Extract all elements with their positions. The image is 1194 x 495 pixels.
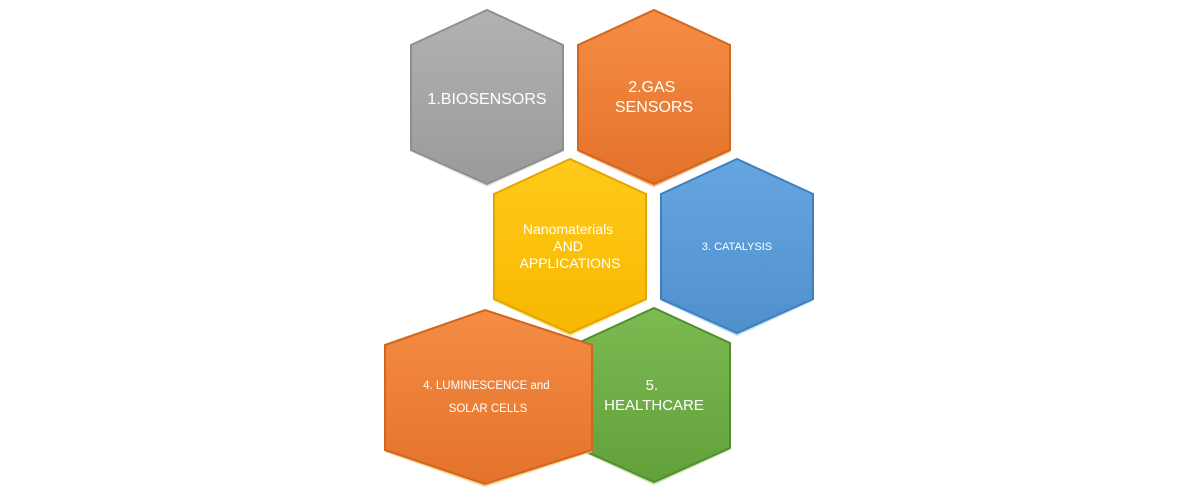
hexagon-label-line: 4. LUMINESCENCE and [423,380,550,392]
hexagon-label-line: 3. CATALYSIS [702,241,772,253]
hexagon-luminescence-label: 4. LUMINESCENCE and SOLAR CELLS [423,380,553,415]
hexagon-label-line: 1.BIOSENSORS [427,91,546,108]
hexagon-gas-sensors-label: 2.GAS SENSORS [615,79,693,116]
hexagon-label-line: 5. [646,377,659,394]
hexagon-label-line: Nanomaterials [523,221,613,237]
hexagon-label-line: SENSORS [615,99,693,116]
hexagon-healthcare: 5. HEALTHCARE [577,306,731,485]
hexagon-label-line: AND [553,238,583,254]
hexagon-gas-sensors: 2.GAS SENSORS [577,8,731,187]
hexagon-healthcare-label: 5. HEALTHCARE [604,377,704,414]
hexagon-catalysis-label: 3. CATALYSIS [702,241,772,253]
hexagon-biosensors: 1.BIOSENSORS [410,8,564,187]
hexagon-catalysis: 3. CATALYSIS [660,157,814,336]
hexagon-label-line: HEALTHCARE [604,397,704,414]
hexagon-center-label: Nanomaterials AND APPLICATIONS [520,221,621,271]
hexagon-label-line: SOLAR CELLS [449,403,528,415]
hexagon-center: Nanomaterials AND APPLICATIONS [493,157,647,336]
hexagon-label-line: APPLICATIONS [520,255,621,271]
hexagon-luminescence: 4. LUMINESCENCE and SOLAR CELLS [384,308,593,487]
hexagon-biosensors-label: 1.BIOSENSORS [427,91,546,108]
hexagon-label-line: 2.GAS [628,79,675,96]
